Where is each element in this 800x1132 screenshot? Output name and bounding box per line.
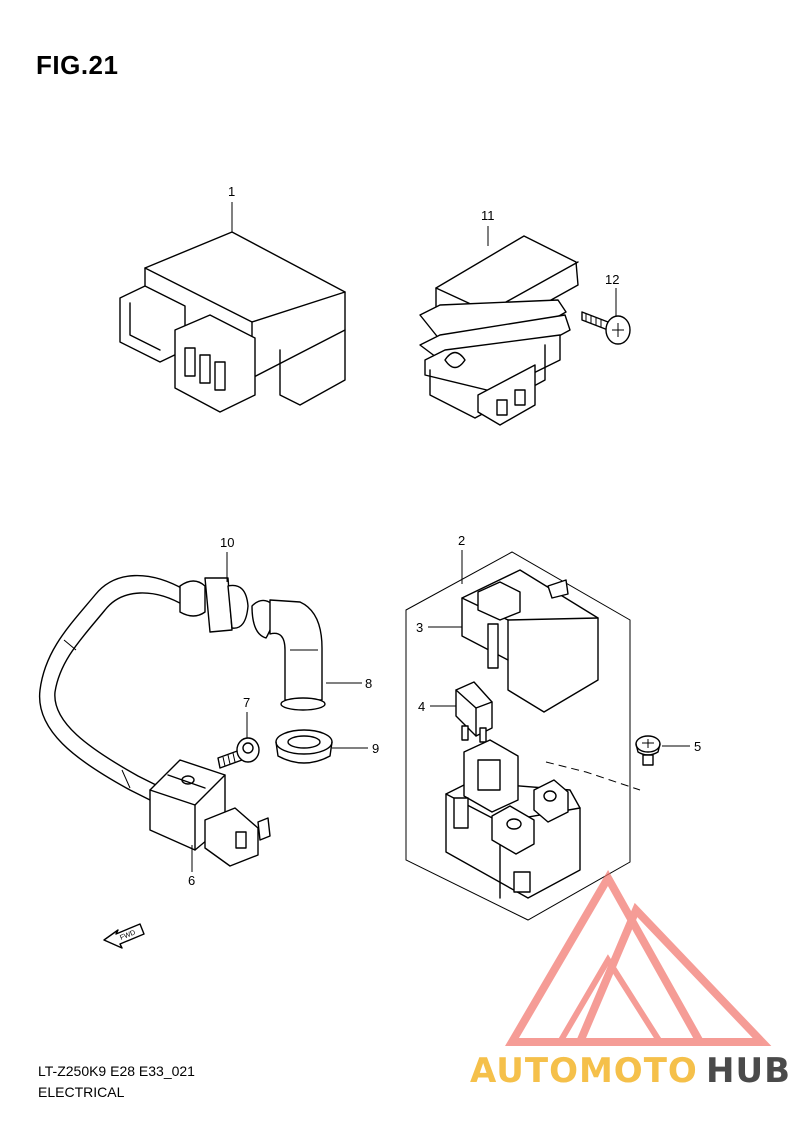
screw-part-5[interactable]: [635, 735, 661, 766]
callout-4: 4: [418, 699, 425, 714]
ignition-cable-part-10[interactable]: [38, 574, 249, 801]
footer-section-name: ELECTRICAL: [38, 1084, 125, 1100]
callout-11: 11: [481, 208, 495, 223]
cdi-unit-part-1[interactable]: [119, 231, 346, 413]
watermark-text-hub: HUB: [706, 1051, 791, 1091]
callout-8: 8: [365, 676, 372, 691]
callout-9: 9: [372, 741, 379, 756]
regulator-rectifier-part-11[interactable]: [419, 235, 579, 426]
callout-10: 10: [220, 535, 234, 550]
watermark-text-automoto: AUTOMOTO: [470, 1051, 698, 1091]
starter-relay-assembly-part-2[interactable]: [405, 551, 631, 921]
callout-3: 3: [416, 620, 423, 635]
callout-12: 12: [605, 272, 619, 287]
footer-part-code: LT-Z250K9 E28 E33_021: [38, 1063, 195, 1079]
ignition-coil-part-6[interactable]: [149, 759, 271, 867]
bolt-part-12[interactable]: [581, 311, 631, 345]
relay-cover-part-3[interactable]: [461, 569, 599, 713]
fuse-part-4[interactable]: [455, 681, 493, 743]
callout-1: 1: [228, 184, 235, 199]
callout-2: 2: [458, 533, 465, 548]
spark-plug-cap-part-8[interactable]: [251, 599, 326, 711]
forward-direction-arrow: FWD: [103, 923, 145, 949]
callout-6: 6: [188, 873, 195, 888]
watermark-logo-mark: [505, 869, 772, 1046]
figure-title: FIG.21: [36, 50, 119, 80]
watermark-logo-text: AUTOMOTO HUB: [470, 1051, 791, 1091]
starter-relay-body[interactable]: [445, 739, 581, 899]
seal-ring-part-9[interactable]: [275, 729, 333, 764]
bolt-part-7[interactable]: [217, 737, 260, 769]
callout-5: 5: [694, 739, 701, 754]
callout-7: 7: [243, 695, 250, 710]
